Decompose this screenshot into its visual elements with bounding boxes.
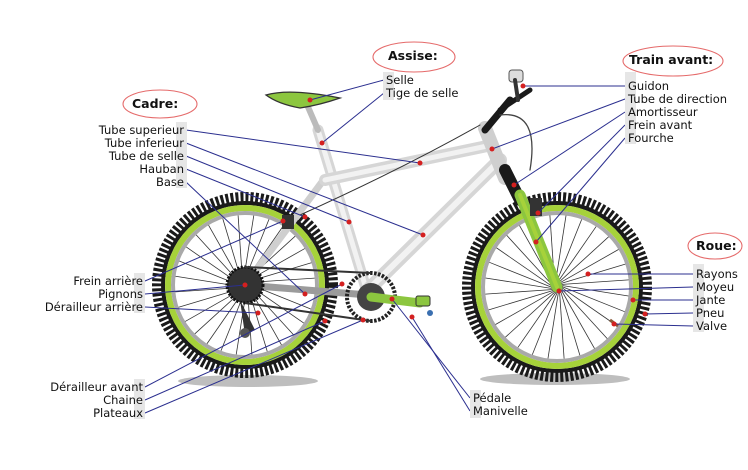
label-rayons: Rayons bbox=[696, 267, 738, 281]
part-markers bbox=[242, 83, 648, 327]
spoke bbox=[562, 286, 625, 313]
spoke bbox=[556, 219, 583, 282]
label-frein-arriere: Frein arrière bbox=[73, 274, 143, 288]
label-tube-de-direction: Tube de direction bbox=[627, 92, 727, 106]
label-selle: Selle bbox=[386, 73, 414, 87]
label-chaine: Chaine bbox=[103, 393, 143, 407]
label-pignons: Pignons bbox=[98, 287, 143, 301]
spoke bbox=[531, 292, 558, 355]
spoke bbox=[485, 289, 552, 295]
spoke bbox=[485, 277, 552, 289]
spoke bbox=[560, 291, 581, 356]
label-frein-avant: Frein avant bbox=[628, 118, 693, 132]
roue-title: Roue: bbox=[696, 238, 737, 253]
spoke bbox=[517, 292, 556, 348]
spoke bbox=[489, 261, 552, 288]
title-highlights bbox=[122, 41, 743, 260]
label-guidon: Guidon bbox=[628, 79, 669, 93]
label-base: Base bbox=[156, 175, 184, 189]
spoke bbox=[559, 292, 565, 359]
label-plateaux: Plateaux bbox=[93, 406, 143, 420]
front-wheel-shadow bbox=[480, 373, 630, 385]
spoke bbox=[496, 247, 552, 286]
train-avant-title: Train avant: bbox=[629, 52, 713, 67]
label-moyeu: Moyeu bbox=[696, 280, 734, 294]
spoke bbox=[561, 290, 595, 349]
label-derailleur-arriere: Dérailleur arrière bbox=[45, 300, 143, 314]
spoke bbox=[562, 288, 618, 327]
spoke bbox=[495, 291, 554, 325]
label-backgrounds bbox=[134, 72, 704, 419]
leader-lines bbox=[144, 79, 694, 414]
label-amortisseur: Amortisseur bbox=[628, 105, 698, 119]
label-pneu: Pneu bbox=[696, 306, 724, 320]
spoke bbox=[558, 226, 597, 282]
label-fourche: Fourche bbox=[628, 131, 674, 145]
spoke bbox=[560, 249, 619, 283]
spoke bbox=[562, 279, 629, 285]
spoke bbox=[562, 285, 629, 297]
assise-title: Assise: bbox=[388, 48, 438, 63]
spoke bbox=[547, 292, 559, 359]
label-tube-de-selle: Tube de selle bbox=[108, 149, 184, 163]
label-derailleur-avant: Dérailleur avant bbox=[50, 380, 143, 394]
label-valve: Valve bbox=[696, 319, 727, 333]
label-manivelle: Manivelle bbox=[473, 404, 528, 418]
spoke bbox=[506, 235, 552, 285]
cadre-title: Cadre: bbox=[132, 96, 178, 111]
label-jante: Jante bbox=[695, 293, 725, 307]
spoke bbox=[505, 292, 555, 338]
spoke bbox=[488, 290, 553, 311]
label-tube-inferieur: Tube inferieur bbox=[104, 136, 184, 150]
bike-frame bbox=[241, 69, 563, 301]
spoke bbox=[555, 215, 567, 282]
label-hauban: Hauban bbox=[139, 162, 184, 176]
spoke bbox=[562, 289, 608, 339]
label-pedale: Pédale bbox=[473, 391, 511, 405]
label-tige-de-selle: Tige de selle bbox=[385, 86, 458, 100]
label-tube-superieur: Tube superieur bbox=[98, 123, 185, 137]
spoke bbox=[559, 236, 609, 282]
